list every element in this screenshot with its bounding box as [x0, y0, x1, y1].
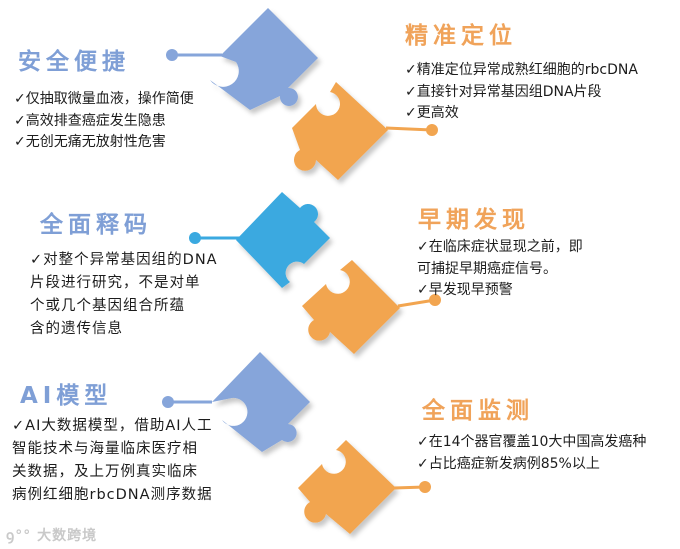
list-item: 可捕捉早期癌症信号。	[417, 260, 557, 277]
section-list-full-monitoring: ✓在14个器官覆盖10大中国高发癌种 ✓占比癌症新发病例85%以上	[417, 432, 646, 475]
list-item: ✓高效排查癌症发生隐患	[14, 112, 166, 129]
connector-safe-convenient	[166, 49, 222, 61]
list-item: 含的遗传信息	[30, 321, 123, 337]
list-item: ✓AI大数据模型，借助AI人工	[12, 418, 213, 434]
list-item: ✓早发现早预警	[417, 282, 513, 298]
connector-full-decoding	[189, 232, 240, 244]
list-item: ✓更高效	[405, 105, 459, 121]
section-title-ai-model: AI模型	[20, 383, 113, 409]
list-item: ✓在14个器官覆盖10大中国高发癌种	[417, 434, 647, 450]
puzzle-piece-blue-1	[210, 8, 318, 110]
section-title-safe-convenient: 安全便捷	[18, 49, 130, 75]
puzzle-piece-cyan-2	[236, 192, 330, 288]
section-title-precise-positioning: 精准定位	[405, 23, 517, 49]
watermark-text: 大数跨境	[37, 528, 98, 544]
connector-precise-positioning	[385, 124, 438, 136]
section-list-ai-model: ✓AI大数据模型，借助AI人工 智能技术与海量临床医疗相 关数据，及上万例真实临…	[12, 415, 213, 507]
section-title-early-detection: 早期发现	[418, 207, 530, 233]
puzzle-piece-orange-1	[292, 82, 388, 180]
list-item: ✓精准定位异常成熟红细胞的rbcDNA	[405, 62, 638, 78]
list-item: 个或几个基因组合所蕴	[30, 298, 185, 314]
list-item: ✓对整个异常基因组的DNA	[30, 252, 218, 268]
list-item: 片段进行研究，不是对单	[30, 275, 201, 291]
puzzle-piece-orange-3	[298, 440, 396, 534]
watermark-logo-icon: ꝯ°°	[6, 528, 38, 544]
list-item: 智能技术与海量临床医疗相	[12, 441, 198, 457]
section-list-early-detection: ✓在临床症状显现之前，即 可捕捉早期癌症信号。 ✓早发现早预警	[417, 237, 583, 302]
section-title-full-monitoring: 全面监测	[422, 398, 534, 424]
list-item: ✓直接针对异常基因组DNA片段	[405, 83, 602, 100]
connector-full-monitoring	[393, 481, 431, 493]
section-list-full-decoding: ✓对整个异常基因组的DNA 片段进行研究，不是对单 个或几个基因组合所蕴 含的遗…	[30, 249, 218, 341]
watermark: ꝯ°° 大数跨境	[6, 525, 97, 545]
section-list-precise-positioning: ✓精准定位异常成熟红细胞的rbcDNA ✓直接针对异常基因组DNA片段 ✓更高效	[405, 60, 638, 125]
list-item: ✓在临床症状显现之前，即	[417, 239, 583, 255]
list-item: 病例红细胞rbcDNA测序数据	[12, 487, 213, 503]
list-item: ✓仅抽取微量血液，操作简便	[14, 91, 194, 107]
section-list-safe-convenient: ✓仅抽取微量血液，操作简便 ✓高效排查癌症发生隐患 ✓无创无痛无放射性危害	[14, 89, 194, 154]
section-title-full-decoding: 全面释码	[40, 212, 152, 238]
list-item: 关数据，及上万例真实临床	[12, 464, 198, 480]
list-item: ✓占比癌症新发病例85%以上	[417, 455, 600, 472]
list-item: ✓无创无痛无放射性危害	[14, 134, 166, 150]
puzzle-piece-orange-2	[302, 260, 400, 354]
connector-ai-model	[162, 396, 212, 408]
puzzle-piece-blue-3	[212, 352, 310, 452]
